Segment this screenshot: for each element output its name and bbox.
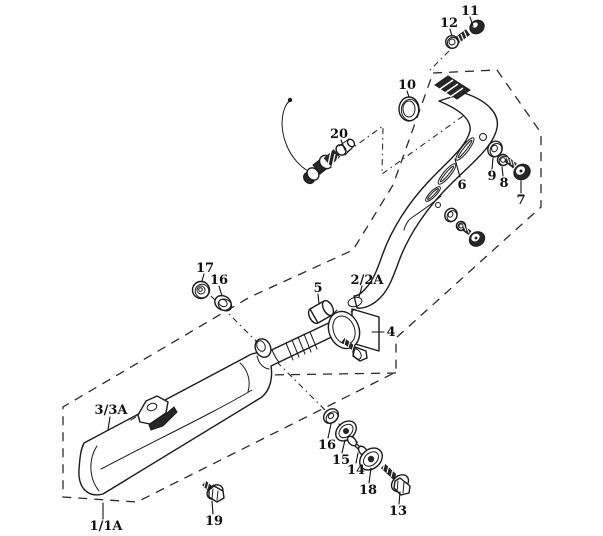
- heat-shield-edge: [403, 195, 442, 231]
- callout-7: 7: [516, 180, 526, 208]
- label-text: 16: [318, 438, 336, 453]
- callout-15: 15: [332, 439, 350, 468]
- label-text: 8: [499, 176, 508, 191]
- callout-6: 6: [454, 158, 467, 193]
- label-text: 15: [332, 453, 350, 468]
- gasket-ring-drawing: [398, 96, 420, 122]
- pipe-flange: [434, 75, 471, 100]
- label-text: 10: [398, 78, 416, 93]
- bolt-19-drawing: [202, 479, 225, 503]
- label-text: 6: [457, 178, 466, 193]
- callout-1-1a: 1/1A: [90, 502, 124, 534]
- stud-washer-drawing: [444, 207, 458, 223]
- callout-14: 14: [347, 452, 365, 478]
- sensor-wire-tip: [287, 97, 293, 103]
- washer-16-upper-drawing: [214, 294, 233, 312]
- sleeve-5-drawing: [307, 299, 335, 325]
- callout-16-upper: 16: [210, 273, 228, 297]
- callout-19: 19: [205, 500, 223, 529]
- callout-8: 8: [499, 166, 509, 191]
- label-text: 3/3A: [95, 403, 129, 418]
- sensor-boss: [479, 133, 487, 141]
- callout-3-3a: 3/3A: [95, 403, 129, 431]
- callout-20: 20: [330, 127, 348, 151]
- muffler-hanger-ring: [254, 338, 280, 370]
- muffler-rear-seam: [239, 362, 250, 393]
- washer-16-lower-drawing: [322, 408, 340, 424]
- label-text: 7: [516, 193, 525, 208]
- axis-washer-12: [428, 50, 450, 72]
- callouts: 11 12 10 20 6 9 8 7: [90, 4, 526, 534]
- boundary-connector: [267, 372, 397, 376]
- label-text: 11: [461, 4, 479, 19]
- bolt-7-drawing: [504, 156, 531, 181]
- label-text: 17: [196, 261, 214, 276]
- washer-18-drawing: [359, 447, 383, 471]
- bolt-13-drawing: [380, 461, 411, 496]
- callout-11: 11: [461, 4, 479, 27]
- pipe-outlet-opening: [347, 296, 363, 308]
- label-text: 18: [359, 483, 377, 498]
- callout-5: 5: [313, 281, 323, 305]
- label-text: 1/1A: [90, 519, 124, 534]
- muffler-drawing: [78, 319, 344, 496]
- washer-9-drawing: [487, 140, 503, 158]
- label-text: 20: [330, 127, 348, 142]
- label-text: 9: [487, 169, 496, 184]
- heat-shield-slots: [425, 137, 475, 202]
- stud-bolt-drawing: [461, 225, 486, 247]
- label-text: 5: [313, 281, 322, 296]
- muffler-highlight: [100, 389, 253, 470]
- pipe-stud-boss: [435, 202, 441, 208]
- callout-18: 18: [359, 467, 377, 498]
- label-text: 14: [347, 463, 365, 478]
- exhaust-pipe-drawing: [347, 75, 499, 309]
- label-text: 12: [440, 16, 458, 31]
- label-text: 16: [210, 273, 228, 288]
- muffler-inlet-ribs: [285, 331, 318, 361]
- callout-4: 4: [371, 325, 396, 340]
- callout-9: 9: [487, 157, 497, 184]
- callout-2-2a: 2/2A: [351, 273, 385, 298]
- callout-10: 10: [398, 78, 416, 98]
- callout-16-lower: 16: [318, 423, 336, 453]
- axis-sensor: [346, 105, 478, 176]
- callout-13: 13: [389, 491, 407, 519]
- sensor-wire: [281, 100, 311, 173]
- callout-12: 12: [440, 16, 458, 37]
- washer-12-drawing: [445, 35, 460, 50]
- muffler-front-seam: [90, 445, 100, 492]
- label-text: 13: [389, 504, 407, 519]
- callout-17: 17: [196, 261, 214, 282]
- label-text: 4: [386, 325, 395, 340]
- muffler-bracket-tab: [130, 395, 178, 431]
- label-text: 2/2A: [351, 273, 385, 288]
- clamp-4-drawing: [327, 308, 380, 362]
- nut-17-drawing: [191, 280, 211, 300]
- nut-8-drawing: [496, 153, 510, 167]
- label-text: 19: [205, 514, 223, 529]
